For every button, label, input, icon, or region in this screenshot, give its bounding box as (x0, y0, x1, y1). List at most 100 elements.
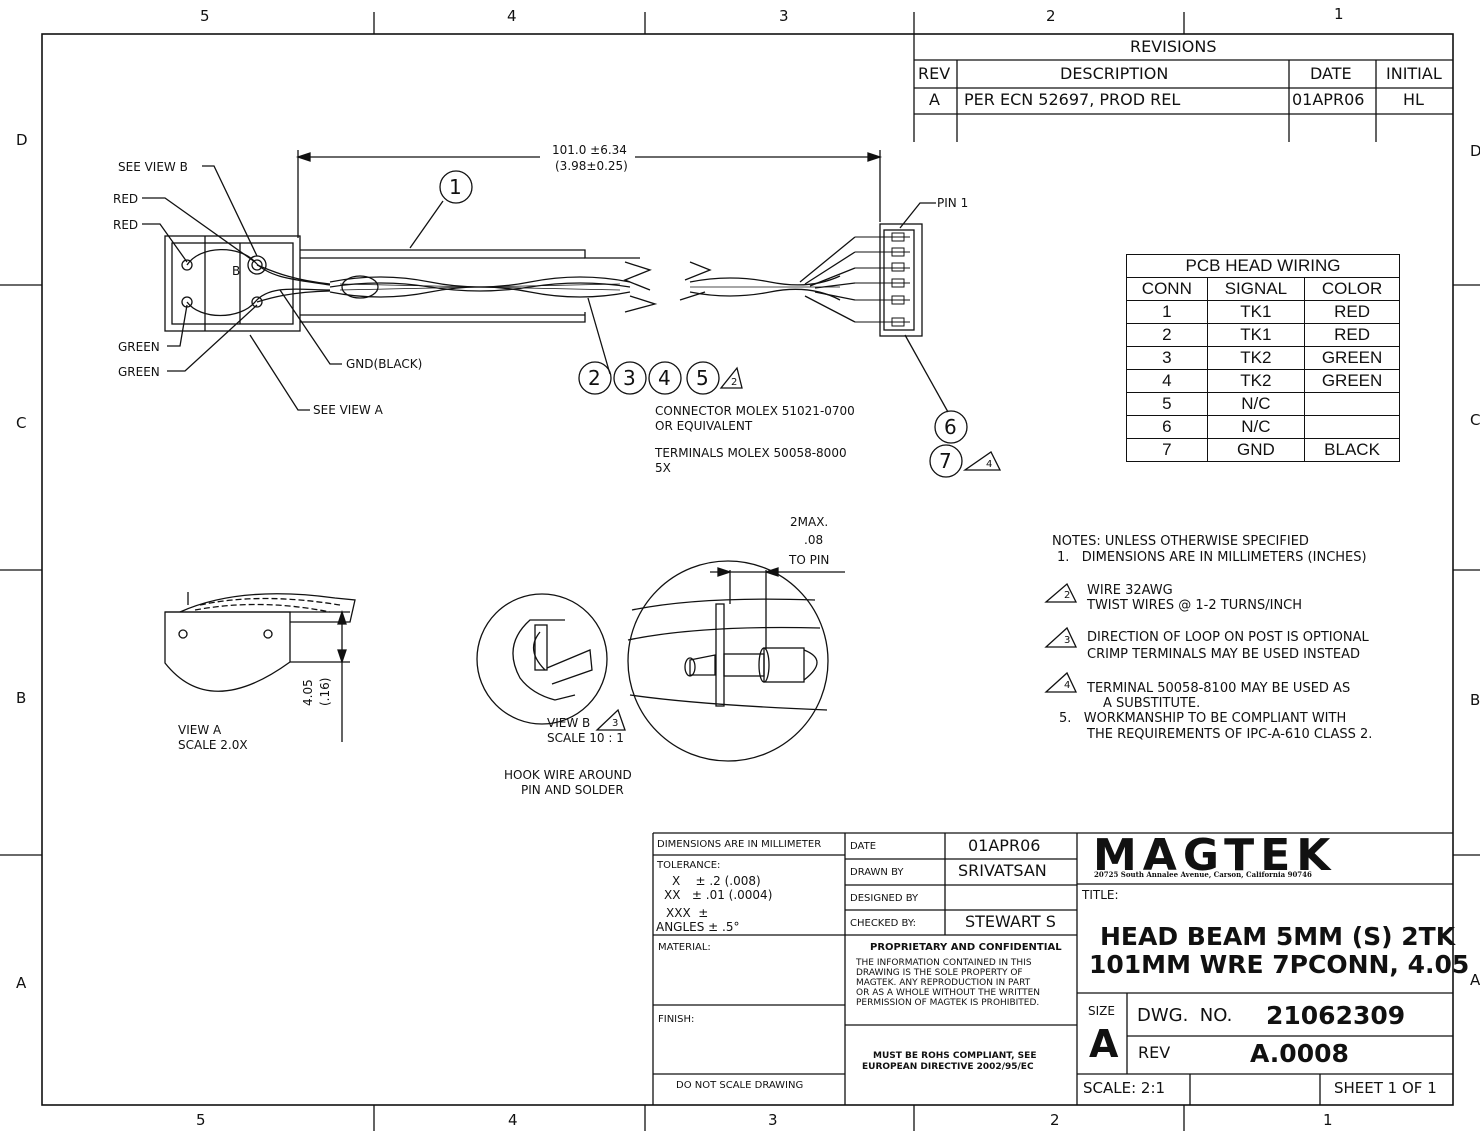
zone-row-b-left: B (16, 689, 27, 707)
tb-dwg-value: 21062309 (1266, 1001, 1406, 1030)
revisions-col-date: DATE (1310, 64, 1352, 83)
dimension-101-inch: (3.98±0.25) (555, 159, 628, 173)
note-4b: A SUBSTITUTE. (1103, 696, 1201, 711)
tb-size-value: A (1089, 1022, 1119, 1066)
tb-prop-line-5: PERMISSION OF MAGTEK IS PROHIBITED. (856, 998, 1040, 1008)
label-gnd-black: GND(BLACK) (346, 357, 423, 371)
cell: BLACK (1304, 438, 1400, 462)
label-pin-1: PIN 1 (937, 196, 969, 210)
tb-do-not-scale: DO NOT SCALE DRAWING (676, 1080, 804, 1091)
note-3-flag: 3 (1064, 635, 1071, 646)
zone-col-4-bottom: 4 (508, 1111, 518, 1129)
magtek-address: 20725 South Annalee Avenue, Carson, Cali… (1094, 870, 1312, 879)
note-4-flag: 4 (1064, 680, 1071, 691)
tb-rohs-2: EUROPEAN DIRECTIVE 2002/95/EC (862, 1062, 1034, 1072)
zone-row-a-left: A (16, 974, 27, 992)
view-a-label: VIEW A (178, 723, 222, 737)
tb-checked-label: CHECKED BY: (850, 918, 917, 929)
revision-initial: HL (1403, 90, 1424, 109)
tb-date-value: 01APR06 (968, 836, 1041, 855)
tb-scale: SCALE: 2:1 (1083, 1079, 1166, 1097)
cell: GND (1206, 438, 1306, 462)
tb-size-label: SIZE (1088, 1004, 1115, 1018)
label-see-view-b: SEE VIEW B (118, 160, 188, 174)
balloon-4: 4 (658, 366, 671, 390)
note-3b: CRIMP TERMINALS MAY BE USED INSTEAD (1087, 647, 1361, 662)
label-terminals: TERMINALS MOLEX 50058-8000 (655, 446, 847, 460)
tb-tolerance: TOLERANCE: (657, 860, 721, 871)
tb-prop-line-3: MAGTEK. ANY REPRODUCTION IN PART (856, 978, 1031, 988)
wiring-col-conn: CONN (1126, 277, 1208, 301)
revision-description: PER ECN 52697, PROD REL (964, 90, 1181, 109)
note-2a: WIRE 32AWG (1087, 583, 1173, 598)
cell: 3 (1126, 346, 1208, 370)
view-a-dim-405: 4.05 (301, 679, 315, 706)
balloon-7: 7 (939, 449, 952, 473)
cell: 7 (1126, 438, 1208, 462)
cell (1304, 392, 1400, 416)
label-connector-equiv: OR EQUIVALENT (655, 419, 753, 433)
tb-date-label: DATE (850, 841, 877, 852)
revisions-col-initial: INITIAL (1386, 64, 1442, 83)
tb-tol-x: X ± .2 (.008) (672, 874, 761, 888)
cell: 2 (1126, 323, 1208, 347)
tb-finish: FINISH: (658, 1014, 695, 1025)
tb-drawn-value: SRIVATSAN (958, 861, 1047, 880)
zone-col-3-bottom: 3 (768, 1111, 778, 1129)
tb-title-line-1: HEAD BEAM 5MM (S) 2TK (1100, 922, 1456, 951)
hook-wire-text-2: PIN AND SOLDER (521, 783, 624, 797)
cell: TK1 (1206, 300, 1306, 324)
dimension-101: 101.0 ±6.34 (552, 143, 627, 157)
tb-tol-xx: XX ± .01 (.0004) (664, 888, 773, 902)
max-dim-2: .08 (804, 533, 824, 547)
zone-col-2-top: 2 (1046, 7, 1056, 25)
zone-col-3-top: 3 (779, 7, 789, 25)
zone-col-5-top: 5 (200, 7, 210, 25)
revisions-col-rev: REV (918, 64, 951, 83)
tb-prop-line-4: OR AS A WHOLE WITHOUT THE WRITTEN (856, 988, 1040, 998)
note-2b: TWIST WIRES @ 1-2 TURNS/INCH (1087, 598, 1303, 613)
label-red-2: RED (113, 218, 139, 232)
tb-dims-mm: DIMENSIONS ARE IN MILLIMETER (657, 839, 822, 850)
label-green-1: GREEN (118, 340, 160, 354)
label-green-2: GREEN (118, 365, 160, 379)
label-terminals-qty: 5X (655, 461, 671, 475)
view-b-label: VIEW B (547, 716, 591, 730)
zone-row-a-right: A (1470, 971, 1480, 989)
label-connector: CONNECTOR MOLEX 51021-0700 (655, 404, 855, 418)
cell: 1 (1126, 300, 1208, 324)
cell: RED (1304, 323, 1400, 347)
cell: TK2 (1206, 369, 1306, 393)
cell: N/C (1206, 415, 1306, 439)
cell: GREEN (1304, 369, 1400, 393)
tb-title-label: TITLE: (1082, 888, 1119, 902)
revisions-heading: REVISIONS (1130, 37, 1217, 56)
flag-4-main: 4 (986, 459, 993, 470)
tb-rev-value: A.0008 (1250, 1039, 1349, 1068)
hook-wire-text-1: HOOK WIRE AROUND (504, 768, 632, 782)
tb-prop-line-2: DRAWING IS THE SOLE PROPERTY OF (856, 968, 1023, 978)
tb-title-line-2: 101MM WRE 7PCONN, 4.05 (1089, 950, 1470, 979)
view-a-dim-016: (.16) (318, 677, 332, 706)
balloon-2: 2 (588, 366, 601, 390)
cell: N/C (1206, 392, 1306, 416)
view-a-scale: SCALE 2.0X (178, 738, 248, 752)
max-dim-3: TO PIN (789, 553, 830, 567)
revision-rev: A (929, 90, 940, 109)
wiring-col-signal: SIGNAL (1206, 277, 1306, 301)
tb-prop-line-1: THE INFORMATION CONTAINED IN THIS (856, 958, 1032, 968)
wiring-title: PCB HEAD WIRING (1126, 254, 1400, 278)
note-1: 1. DIMENSIONS ARE IN MILLIMETERS (INCHES… (1057, 550, 1367, 565)
balloon-5: 5 (696, 366, 709, 390)
zone-col-2-bottom: 2 (1050, 1111, 1060, 1129)
tb-rohs-1: MUST BE ROHS COMPLIANT, SEE (873, 1051, 1037, 1061)
tb-dwg-label: DWG. NO. (1137, 1005, 1233, 1026)
tb-sheet: SHEET 1 OF 1 (1334, 1079, 1437, 1097)
revisions-col-description: DESCRIPTION (1060, 64, 1169, 83)
notes-heading: NOTES: UNLESS OTHERWISE SPECIFIED (1052, 534, 1309, 549)
note-4a: TERMINAL 50058-8100 MAY BE USED AS (1087, 681, 1351, 696)
